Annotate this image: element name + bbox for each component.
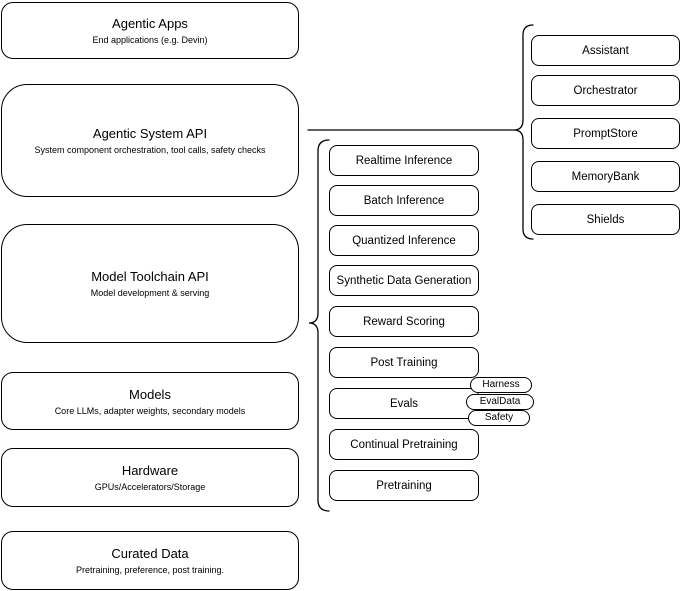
node-title: Agentic System API: [92, 126, 208, 141]
node-title: Model Toolchain API: [91, 269, 209, 284]
node-models: Models Core LLMs, adapter weights, secon…: [1, 372, 299, 430]
node-subtitle: End applications (e.g. Devin): [92, 35, 208, 45]
node-realtime-inference: Realtime Inference: [329, 145, 479, 176]
node-promptstore: PromptStore: [531, 118, 680, 149]
node-batch-inference: Batch Inference: [329, 185, 479, 216]
node-shields: Shields: [531, 204, 680, 235]
node-memorybank: MemoryBank: [531, 161, 680, 192]
node-title: Agentic Apps: [112, 16, 188, 31]
node-subtitle: System component orchestration, tool cal…: [34, 145, 266, 155]
pill-safety: Safety: [468, 410, 530, 426]
brace-toolchain-components: [308, 139, 330, 512]
node-evals: Evals: [329, 388, 479, 419]
node-agentic-apps: Agentic Apps End applications (e.g. Devi…: [1, 2, 299, 59]
node-quantized-inference: Quantized Inference: [329, 225, 479, 256]
pill-evaldata: EvalData: [466, 394, 534, 410]
node-model-toolchain-api: Model Toolchain API Model development & …: [1, 224, 299, 343]
node-title: Models: [129, 386, 171, 402]
node-hardware: Hardware GPUs/Accelerators/Storage: [1, 448, 299, 507]
node-subtitle: Pretraining, preference, post training.: [75, 565, 225, 575]
node-subtitle: GPUs/Accelerators/Storage: [94, 482, 206, 492]
node-continual-pretraining: Continual Pretraining: [329, 429, 479, 460]
node-agentic-system-api: Agentic System API System component orch…: [1, 84, 299, 197]
node-synthetic-data-generation: Synthetic Data Generation: [329, 265, 479, 296]
node-post-training: Post Training: [329, 347, 479, 378]
node-title: Hardware: [121, 463, 179, 478]
node-orchestrator: Orchestrator: [531, 75, 680, 106]
node-assistant: Assistant: [531, 35, 680, 66]
node-subtitle: Core LLMs, adapter weights, secondary mo…: [54, 405, 246, 416]
node-reward-scoring: Reward Scoring: [329, 306, 479, 337]
node-curated-data: Curated Data Pretraining, preference, po…: [1, 531, 299, 590]
node-title: Curated Data: [111, 546, 189, 561]
node-subtitle: Model development & serving: [90, 288, 210, 298]
pill-harness: Harness: [470, 377, 532, 393]
node-pretraining: Pretraining: [329, 470, 479, 501]
